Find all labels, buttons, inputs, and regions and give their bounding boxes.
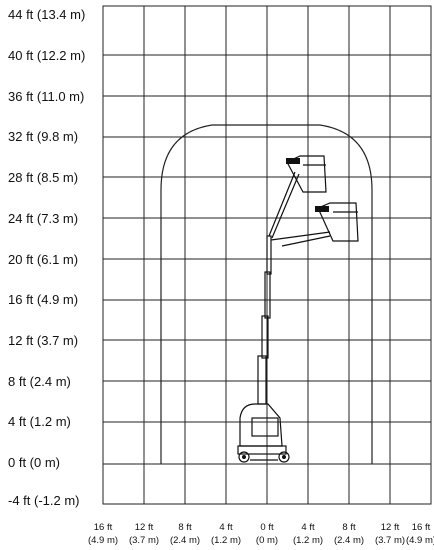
x-label-m: (1.2 m) [293,535,323,546]
y-label-24ft: 24 ft (7.3 m) [8,211,78,226]
y-label-16ft: 16 ft (4.9 m) [8,292,78,307]
y-label-44ft: 44 ft (13.4 m) [8,7,85,22]
working-envelope [160,124,373,464]
x-label-ft: 12 ft [135,522,154,533]
y-label-4ft: 4 ft (1.2 m) [8,414,71,429]
chassis [239,403,283,447]
y-axis-labels: 44 ft (13.4 m) 40 ft (12.2 m) 36 ft (11.… [8,7,85,508]
x-label-ft: 16 ft [412,522,431,533]
wheel-hub-right [282,455,286,459]
y-label-32ft: 32 ft (9.8 m) [8,129,78,144]
x-label-m: (0 m) [256,535,278,546]
y-label-40ft: 40 ft (12.2 m) [8,48,85,63]
x-label-ft: 4 ft [301,522,315,533]
y-label-12ft: 12 ft (3.7 m) [8,333,78,348]
wheel-hub-left [242,455,246,459]
x-label-m: (3.7 m) [129,535,159,546]
chassis-frame [237,445,287,455]
y-label-0ft: 0 ft (0 m) [8,455,60,470]
lift-machine [237,155,359,463]
x-label-ft: 16 ft [94,522,113,533]
y-label-36ft: 36 ft (11.0 m) [8,89,84,104]
chassis-panel [251,417,279,437]
x-label-m: (3.7 m) [375,535,405,546]
x-label-m: (1.2 m) [211,535,241,546]
jib-arm-raised-edge [271,173,300,239]
platform-level [317,202,359,242]
grid-vertical-lines [143,6,391,504]
wheel-right [278,451,290,463]
y-label-28ft: 28 ft (8.5 m) [8,170,78,185]
x-label-m: (4.9 m) [88,535,118,546]
x-label-ft: 0 ft [260,522,274,533]
platform-raised-control [286,158,300,164]
x-label-ft: 12 ft [381,522,400,533]
x-label-m: (2.4 m) [334,535,364,546]
y-label-8ft: 8 ft (2.4 m) [8,374,71,389]
x-label-ft: 8 ft [178,522,192,533]
x-label-m: (4.9 m) [406,535,434,546]
platform-raised [286,155,327,193]
x-label-m: (2.4 m) [170,535,200,546]
wheel-left [238,451,250,463]
x-label-ft: 4 ft [219,522,233,533]
mast-section-1 [257,355,267,405]
platform-level-control [315,206,329,212]
jib-arm-level-edge [281,235,331,247]
x-axis-labels: 16 ft (4.9 m) 12 ft (3.7 m) 8 ft (2.4 m)… [88,522,434,546]
x-label-ft: 8 ft [342,522,356,533]
grid [102,5,432,505]
mast-section-4 [266,235,272,275]
jib-arm-raised [268,171,296,237]
y-label-minus4ft: -4 ft (-1.2 m) [8,493,80,508]
y-label-20ft: 20 ft (6.1 m) [8,252,78,267]
jib-arm-level [270,231,331,241]
